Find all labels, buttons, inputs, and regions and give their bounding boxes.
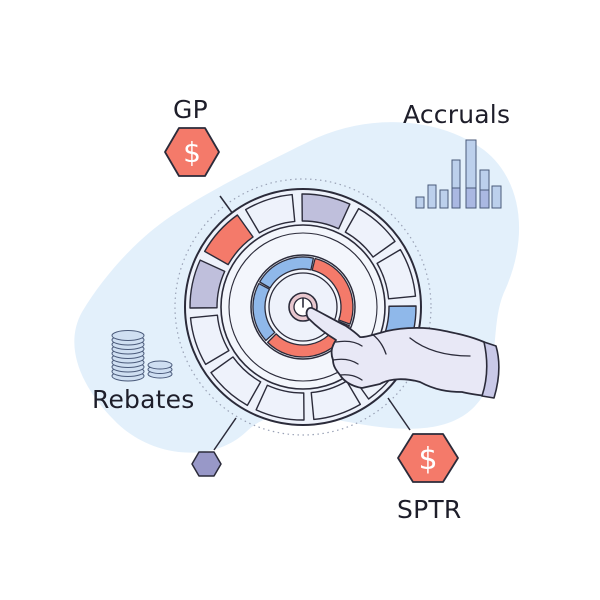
dial-outer-segment bbox=[203, 214, 254, 266]
dial-outer-segment bbox=[376, 248, 417, 300]
rebates-coin-stack-icon bbox=[111, 330, 173, 382]
gp-dollar-hexagon-icon: $ bbox=[164, 127, 220, 177]
sptr-dollar-hexagon-icon: $ bbox=[397, 433, 459, 483]
dial-inner-segments bbox=[252, 256, 354, 358]
rebates-label: Rebates bbox=[92, 385, 195, 414]
coin bbox=[111, 330, 145, 341]
dial-outer-segment bbox=[244, 193, 296, 234]
sptr-dollar-symbol: $ bbox=[418, 442, 437, 477]
dial-inner-segment bbox=[259, 256, 315, 289]
gp-connector-line bbox=[219, 195, 234, 215]
dial-outer-segment bbox=[210, 356, 262, 407]
dial-outer-segments bbox=[189, 193, 417, 421]
dial-outer-segment bbox=[255, 384, 305, 421]
dial-outer-segment bbox=[310, 380, 362, 421]
accruals-bar-chart-icon bbox=[415, 139, 502, 209]
dial-outer-segment bbox=[301, 193, 351, 230]
dotted-orbit-ring bbox=[174, 178, 432, 436]
dial-outer-segment bbox=[189, 314, 230, 366]
sptr-label: SPTR bbox=[397, 495, 462, 524]
dial-inner-segment bbox=[252, 282, 276, 342]
sptr-connector-line bbox=[387, 397, 411, 431]
gp-label: GP bbox=[173, 95, 208, 124]
gp-dollar-symbol: $ bbox=[183, 136, 201, 169]
small-hexagon-icon bbox=[191, 451, 222, 477]
dial-outer-segment bbox=[189, 259, 226, 309]
pointing-hand-icon bbox=[305, 307, 500, 399]
dial-outer-segment bbox=[344, 207, 396, 258]
small-hex-connector-line bbox=[213, 417, 237, 451]
coin bbox=[147, 360, 173, 370]
dial-inner-thin-ring bbox=[228, 232, 378, 382]
dial-inner-segment bbox=[266, 320, 351, 358]
dial-inner-segment bbox=[311, 257, 354, 325]
accruals-label: Accruals bbox=[403, 100, 511, 129]
